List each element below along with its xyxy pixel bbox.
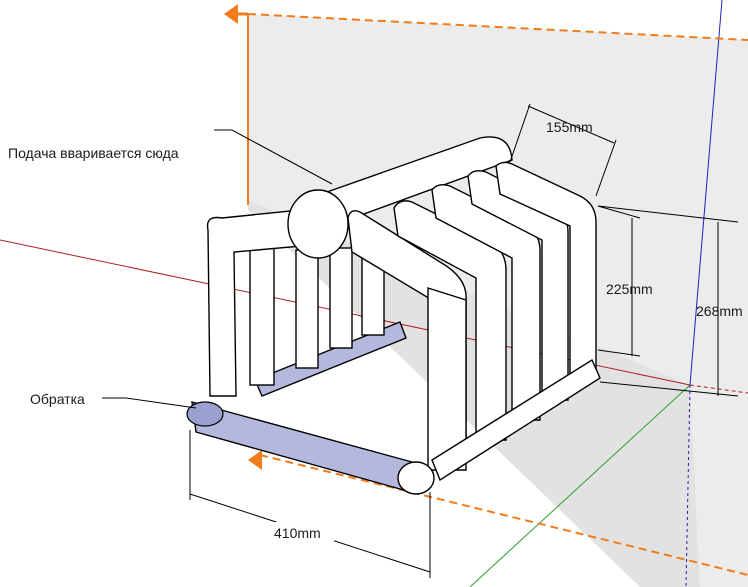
front-right-column	[427, 287, 467, 471]
return-rail-end-right	[397, 461, 435, 495]
depth-dim-label: 155mm	[546, 119, 593, 135]
orange-axis-arrow-icon	[248, 450, 262, 470]
supply-note: Подача вваривается сюда	[8, 145, 179, 161]
depth-dim-line	[527, 105, 615, 144]
header-end-cap	[287, 189, 349, 259]
return-rail-end-left	[186, 401, 224, 427]
wall-shadow-plane	[248, 200, 700, 587]
front-return-rail	[191, 401, 419, 495]
return-note: Обратка	[30, 391, 85, 407]
return-leader-line	[102, 397, 197, 409]
orange-top-edge	[247, 13, 748, 41]
supply-leader-line	[214, 129, 333, 185]
blue-axis	[689, 0, 723, 386]
green-axis	[469, 384, 691, 587]
blue-axis-dashed	[685, 384, 691, 587]
width-dim-label: 410mm	[274, 525, 321, 541]
orange-bottom-edge	[259, 454, 748, 576]
right-bottom-rail	[431, 358, 601, 482]
back-riser-group	[249, 239, 385, 386]
top-supply-header	[308, 136, 513, 223]
red-axis-dashed	[689, 384, 748, 394]
orange-axis-arrow-icon	[224, 4, 238, 24]
left-corner-column	[206, 209, 303, 397]
total-height-dim-label: 268mm	[696, 303, 743, 319]
riser-height-dim-label: 225mm	[606, 281, 653, 297]
